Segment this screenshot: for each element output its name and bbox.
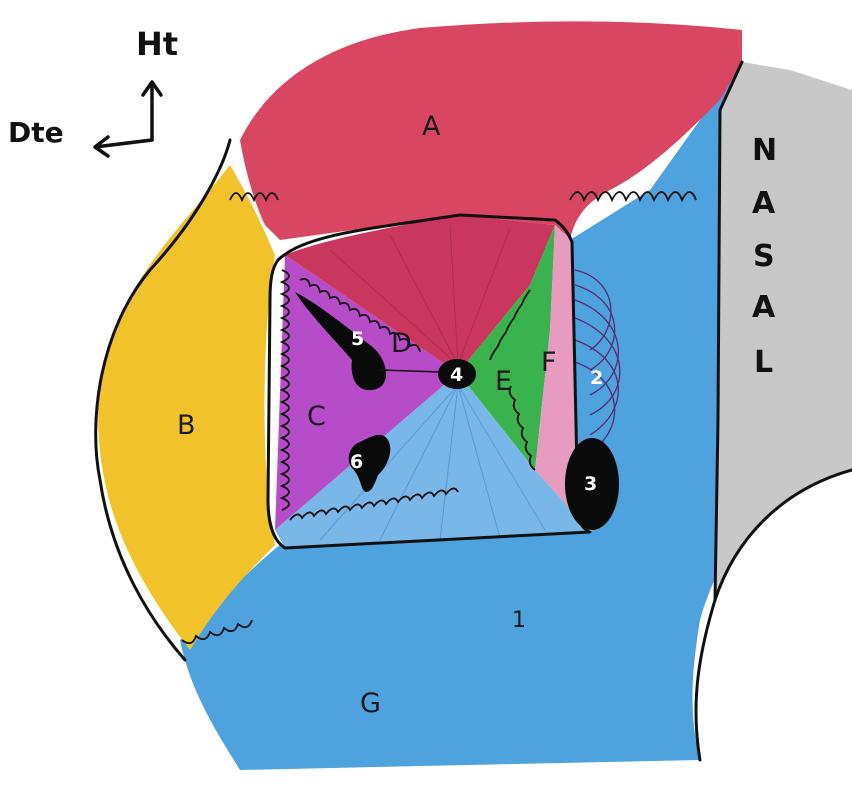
marker-5-label: 5 — [351, 328, 364, 350]
nasal-letter-3: A — [752, 290, 776, 325]
label-f: F — [541, 347, 557, 378]
orientation-left-label: Dte — [8, 116, 64, 149]
marker-3-label: 3 — [584, 473, 597, 495]
marker-1-label: 1 — [512, 608, 526, 633]
label-c: C — [307, 401, 326, 432]
nasal-letter-0: N — [752, 133, 777, 168]
region-nasal — [715, 62, 852, 600]
arrow-up-icon — [143, 82, 161, 140]
orientation-indicator — [95, 82, 161, 156]
arrow-left-icon — [95, 137, 152, 156]
label-d: D — [391, 328, 412, 359]
marker-6-label: 6 — [350, 451, 363, 473]
label-a: A — [422, 111, 441, 142]
marker-4-label: 4 — [450, 364, 463, 386]
nasal-letter-4: L — [754, 345, 773, 380]
marker-2-label: 2 — [590, 367, 603, 389]
label-b: B — [177, 410, 196, 441]
orientation-up-label: Ht — [136, 25, 178, 63]
label-g: G — [360, 688, 381, 719]
nasal-letter-2: S — [753, 239, 775, 274]
label-e: E — [495, 366, 512, 397]
nasal-letter-1: A — [752, 186, 776, 221]
